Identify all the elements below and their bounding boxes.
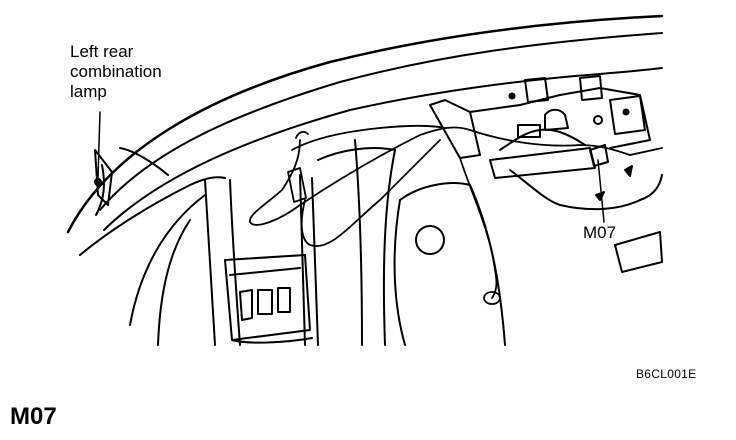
left-side-panel	[79, 147, 241, 346]
center-panel	[299, 139, 396, 346]
storage-well	[224, 254, 313, 344]
connector-title: M07	[10, 403, 57, 430]
figure-code: B6CL001E	[636, 367, 697, 381]
wheel-house	[393, 169, 663, 346]
body-outline	[66, 14, 664, 234]
lamp-leader-line	[97, 111, 101, 179]
left-rear-combination-lamp-label: Left rear combination lamp	[70, 42, 210, 102]
m07-callout-label: M07	[583, 223, 617, 242]
lamp-label-line-2: combination	[70, 62, 162, 81]
lamp-marker	[94, 178, 102, 186]
connector-m07	[589, 144, 633, 223]
lamp-label-line-1: Left rear	[70, 42, 134, 61]
lamp-label-line-3: lamp	[70, 82, 107, 101]
wiring-harness	[249, 124, 663, 305]
rear-bracket	[429, 75, 651, 179]
